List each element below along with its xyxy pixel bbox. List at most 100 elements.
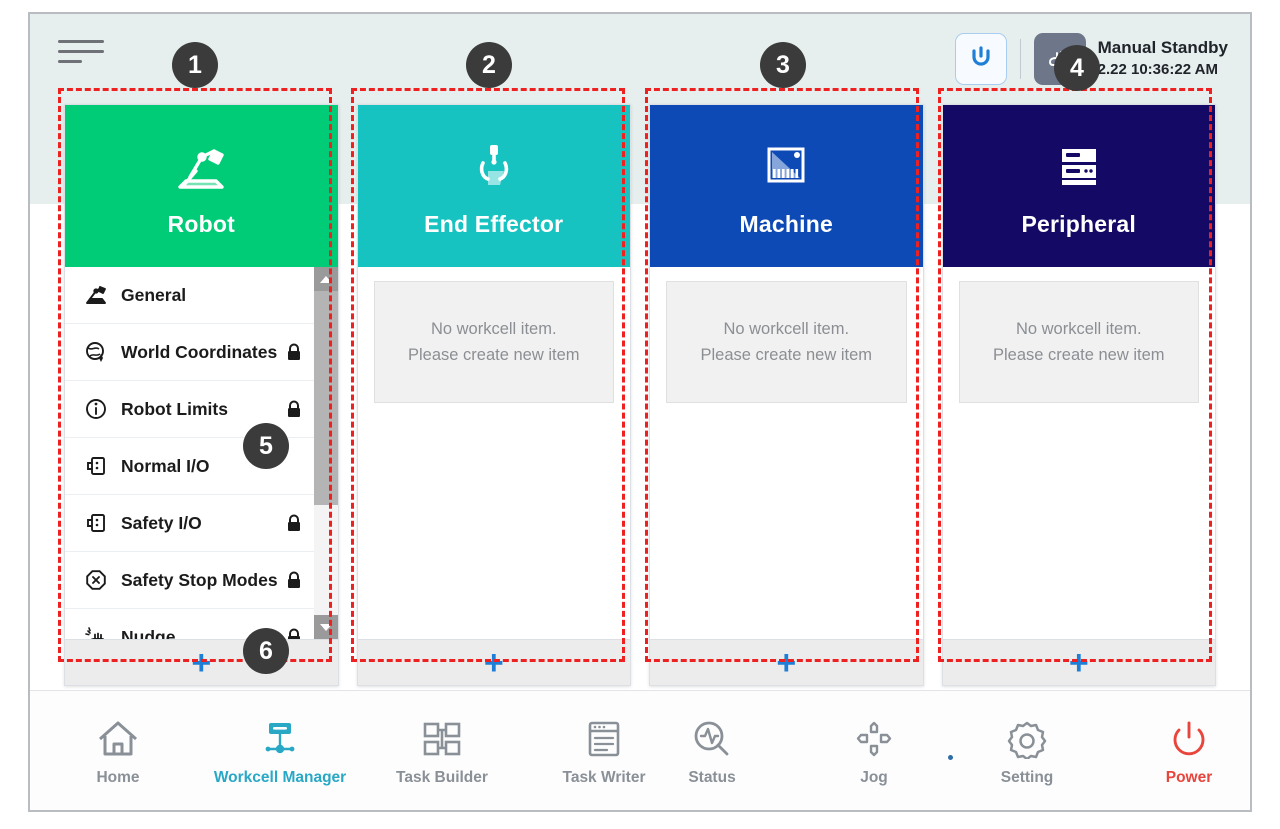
scroll-up-button[interactable]: [313, 267, 338, 291]
workcell-manager-icon: [258, 714, 302, 764]
nav-item-power[interactable]: Power: [1135, 714, 1243, 787]
status-title: Manual Standby: [1097, 38, 1228, 58]
empty-state-end-effector: No workcell item. Please create new item: [373, 281, 614, 403]
workcell-card-end-effector[interactable]: End Effector No workcell item. Please cr…: [356, 104, 631, 686]
status-text-group: Manual Standby 2.22 10:36:22 AM: [1098, 37, 1228, 80]
empty-line-1: No workcell item.: [1015, 319, 1142, 338]
nav-label: Status: [688, 769, 736, 786]
list-item-label: Nudge: [121, 626, 176, 640]
card-title-robot: Robot: [167, 210, 235, 237]
robot-settings-list: General: [65, 267, 314, 639]
io-port-icon: [79, 511, 113, 535]
workcell-card-machine[interactable]: Machine No workcell item. Please create …: [649, 104, 924, 686]
list-item-label: Normal I/O: [121, 455, 210, 476]
lock-icon: [284, 571, 304, 589]
card-body-end-effector: No workcell item. Please create new item: [357, 267, 630, 639]
plus-icon: +: [1068, 643, 1089, 682]
nav-item-task-builder[interactable]: Task Builder: [388, 714, 496, 787]
hamburger-bar: [58, 40, 104, 43]
card-title-machine: Machine: [739, 210, 833, 237]
card-header-end-effector[interactable]: End Effector: [357, 105, 630, 267]
empty-state-peripheral: No workcell item. Please create new item: [958, 281, 1199, 403]
nav-item-status[interactable]: Status: [658, 714, 766, 787]
nav-item-jog[interactable]: Jog: [820, 714, 928, 787]
scroll-down-button[interactable]: [313, 615, 338, 639]
robot-settings-list-wrap: General: [65, 267, 338, 639]
list-item-safety-io[interactable]: Safety I/O: [65, 495, 314, 552]
nav-label: Home: [96, 769, 140, 786]
nav-label: Setting: [1000, 769, 1054, 786]
add-robot-item-button[interactable]: +: [65, 639, 338, 685]
nav-group-left: Home Workcell Manager: [64, 714, 658, 787]
io-port-icon: [79, 454, 113, 478]
home-icon: [96, 714, 140, 764]
lock-icon: [284, 628, 304, 639]
list-item-normal-io[interactable]: Normal I/O: [65, 438, 314, 495]
card-header-machine[interactable]: Machine: [650, 105, 923, 267]
chevron-down-icon: [319, 623, 332, 631]
status-magnifier-icon: [690, 714, 734, 764]
header-divider: [1019, 39, 1021, 79]
add-end-effector-item-button[interactable]: +: [357, 639, 630, 685]
power-icon: [1167, 714, 1211, 764]
nav-item-workcell-manager[interactable]: Workcell Manager: [214, 714, 346, 787]
workcell-card-robot[interactable]: Robot: [64, 104, 339, 686]
list-item-label: General: [121, 284, 187, 305]
scrollbar-thumb[interactable]: [313, 291, 338, 505]
list-item-robot-limits[interactable]: Robot Limits: [65, 381, 314, 438]
card-header-peripheral[interactable]: Peripheral: [942, 105, 1215, 267]
empty-line-1: No workcell item.: [723, 319, 850, 338]
hand-nudge-icon: [79, 625, 113, 639]
list-item-label: Safety Stop Modes: [121, 569, 278, 590]
peripheral-rack-icon: [1052, 135, 1106, 197]
nav-label: Power: [1165, 769, 1213, 786]
list-item-label: Robot Limits: [121, 398, 228, 419]
add-machine-item-button[interactable]: +: [650, 639, 923, 685]
header-status-group: Manual Standby 2.22 10:36:22 AM: [954, 30, 1228, 88]
manual-hand-icon[interactable]: [1033, 33, 1086, 85]
plus-icon: +: [776, 643, 797, 682]
robot-arm-icon: [172, 135, 230, 197]
card-title-end-effector: End Effector: [424, 210, 564, 237]
list-item-safety-stop-modes[interactable]: Safety Stop Modes: [65, 552, 314, 609]
list-item-general[interactable]: General: [65, 267, 314, 324]
machine-icon: [759, 135, 813, 197]
add-peripheral-item-button[interactable]: +: [942, 639, 1215, 685]
bottom-navigation-bar: Home Workcell Manager: [30, 690, 1250, 810]
lock-icon: [284, 343, 304, 361]
card-header-robot[interactable]: Robot: [65, 105, 338, 267]
world-coordinates-icon: [79, 340, 113, 364]
task-writer-icon: [582, 714, 626, 764]
lock-icon: [284, 400, 304, 418]
gripper-icon: [466, 135, 522, 197]
gripper-refresh-icon[interactable]: [954, 33, 1007, 85]
jog-dpad-icon: [852, 714, 896, 764]
card-body-robot: General: [65, 267, 338, 639]
teach-pendant-screen: Manual Standby 2.22 10:36:22 AM: [28, 12, 1252, 812]
hamburger-bar: [58, 60, 82, 63]
lock-icon: [284, 514, 304, 532]
workcell-main: Robot: [30, 104, 1250, 690]
hamburger-menu-icon[interactable]: [58, 40, 104, 74]
list-item-nudge[interactable]: Nudge: [65, 609, 314, 639]
empty-state-machine: No workcell item. Please create new item: [666, 281, 907, 403]
gear-icon: [1005, 714, 1049, 764]
nav-label: Task Writer: [562, 769, 646, 786]
nav-item-task-writer[interactable]: Task Writer: [550, 714, 658, 787]
nav-item-setting[interactable]: Setting: [973, 714, 1081, 787]
list-item-world-coordinates[interactable]: World Coordinates: [65, 324, 314, 381]
robot-list-scrollbar[interactable]: [313, 267, 338, 639]
workcell-card-peripheral[interactable]: Peripheral No workcell item. Please crea…: [941, 104, 1216, 686]
nav-label: Jog: [860, 769, 888, 786]
nav-item-home[interactable]: Home: [64, 714, 172, 787]
empty-line-1: No workcell item.: [430, 319, 557, 338]
nav-separator-dot: [948, 755, 953, 760]
status-timestamp: 2.22 10:36:22 AM: [1097, 61, 1218, 79]
scrollbar-track[interactable]: [313, 291, 338, 615]
robot-limits-icon: [79, 397, 113, 421]
nav-label: Workcell Manager: [213, 769, 347, 786]
plus-icon: +: [191, 643, 212, 682]
list-item-label: Safety I/O: [121, 512, 202, 533]
card-title-peripheral: Peripheral: [1021, 210, 1136, 237]
empty-line-2: Please create new item: [700, 346, 872, 364]
